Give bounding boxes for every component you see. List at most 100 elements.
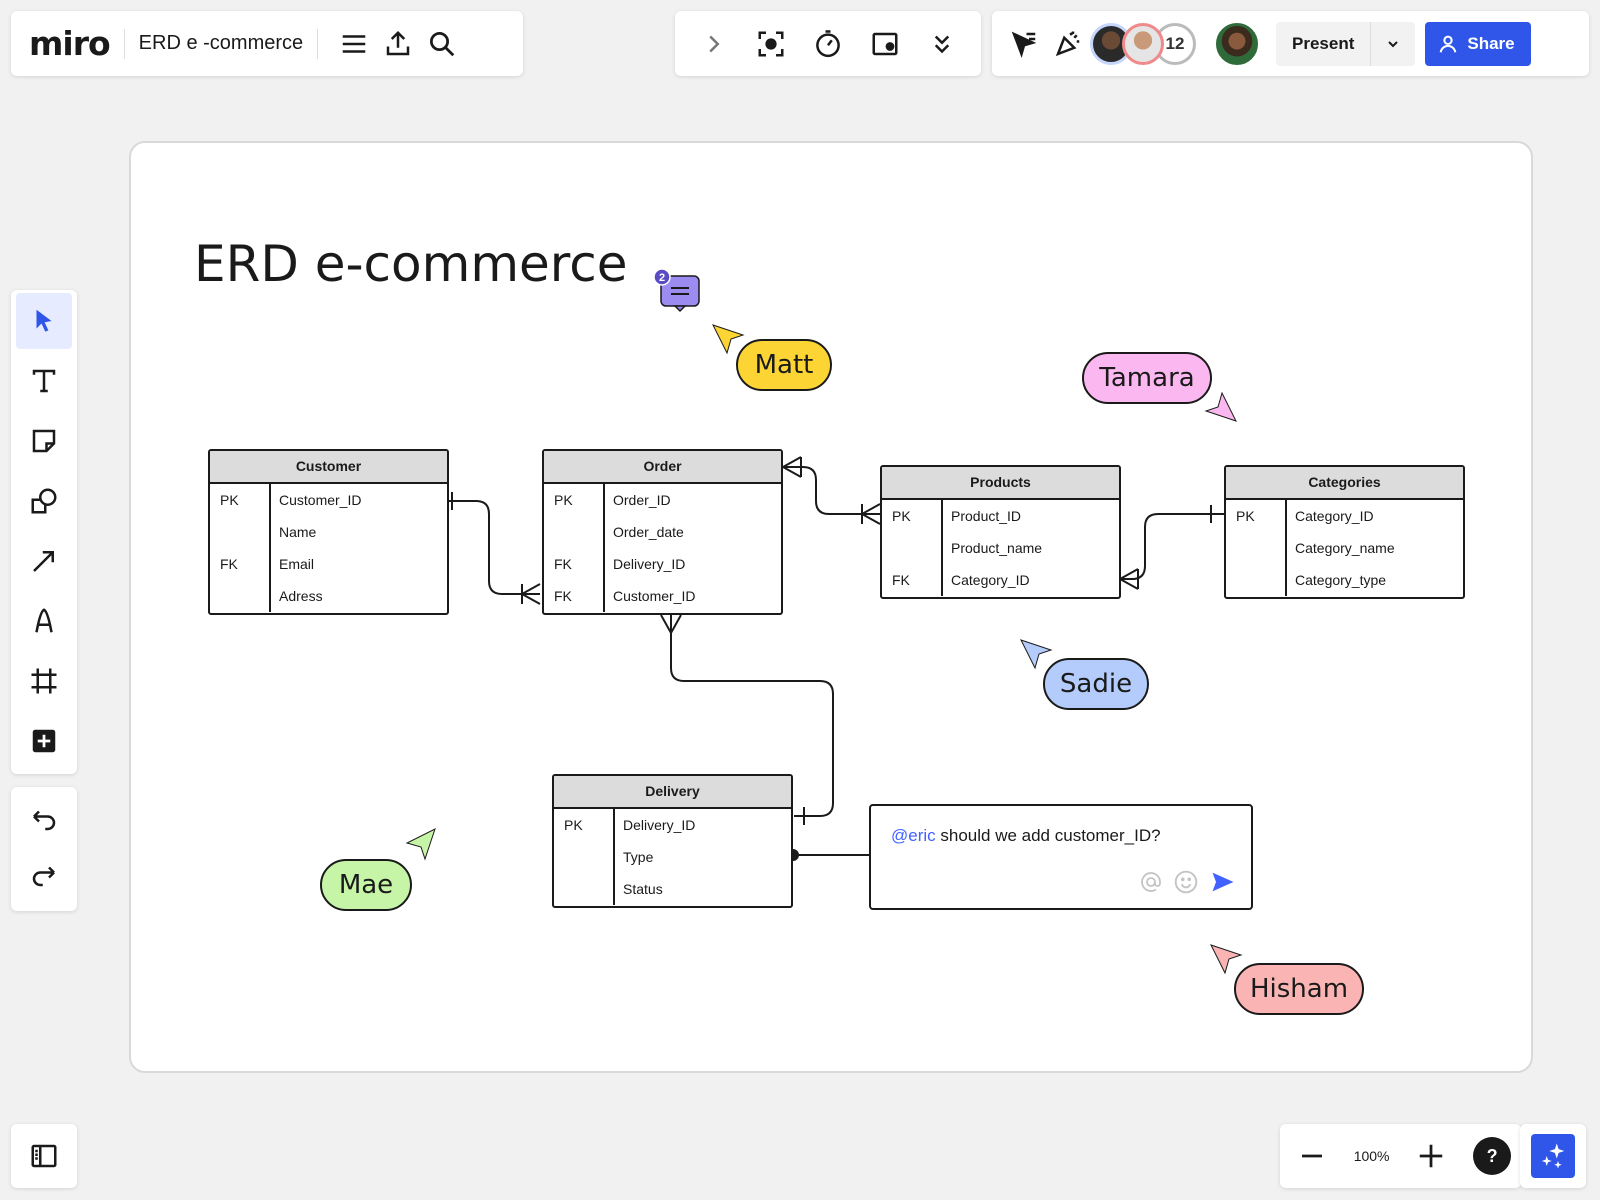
reactions-button[interactable] bbox=[1046, 22, 1090, 66]
mention[interactable]: @eric bbox=[891, 826, 936, 845]
table-header: Delivery bbox=[554, 776, 791, 809]
sharing-panel: 12 Present Share bbox=[992, 11, 1589, 76]
field-name: Category_ID bbox=[1295, 508, 1374, 524]
table-header: Categories bbox=[1226, 467, 1463, 500]
expand-button[interactable] bbox=[692, 22, 736, 66]
table-header: Order bbox=[544, 451, 781, 484]
search-icon bbox=[430, 31, 455, 56]
select-tool[interactable] bbox=[16, 293, 72, 349]
table-row: Order_date bbox=[544, 516, 781, 548]
many-marker bbox=[521, 583, 541, 605]
frame-tool[interactable] bbox=[16, 653, 72, 709]
divider bbox=[317, 28, 319, 59]
redo-button[interactable] bbox=[16, 849, 72, 901]
focus-icon bbox=[758, 31, 784, 56]
relationship-customer-order[interactable] bbox=[449, 500, 540, 595]
many-marker bbox=[1119, 568, 1139, 590]
table-row: Status bbox=[554, 873, 791, 905]
search-button[interactable] bbox=[420, 22, 464, 66]
key-label: PK bbox=[564, 817, 583, 833]
send-icon[interactable] bbox=[1209, 868, 1237, 896]
relationship-order-delivery[interactable] bbox=[670, 615, 834, 817]
field-name: Category_name bbox=[1295, 540, 1395, 556]
cursor-pointer-icon bbox=[1020, 639, 1053, 670]
confetti-icon bbox=[1055, 31, 1080, 56]
redo-icon bbox=[32, 866, 55, 887]
sticky-note-tool[interactable] bbox=[16, 413, 72, 469]
present-options-button[interactable] bbox=[1371, 22, 1415, 66]
board-title[interactable]: ERD e -commerce bbox=[138, 32, 304, 54]
export-button[interactable] bbox=[376, 22, 420, 66]
zoom-out-button[interactable] bbox=[1290, 1134, 1334, 1178]
key-label: FK bbox=[220, 556, 238, 572]
share-button[interactable]: Share bbox=[1425, 21, 1531, 66]
at-icon[interactable] bbox=[1139, 870, 1163, 894]
avatar[interactable] bbox=[1122, 22, 1164, 65]
minus-icon bbox=[1301, 1154, 1322, 1158]
many-marker bbox=[782, 456, 802, 478]
text-tool[interactable] bbox=[16, 353, 72, 409]
present-control: Present bbox=[1276, 21, 1416, 66]
erd-frame[interactable]: ERD e-commerce 2 Customer PK bbox=[129, 141, 1533, 1073]
double-chevron-down-icon bbox=[935, 35, 950, 53]
ai-assistant-button[interactable] bbox=[1531, 1134, 1575, 1178]
avatar[interactable] bbox=[1216, 22, 1258, 65]
shapes-tool[interactable] bbox=[16, 473, 72, 529]
present-button[interactable]: Present bbox=[1276, 21, 1372, 66]
table-row: Category_type bbox=[1226, 564, 1463, 596]
plus-square-icon bbox=[32, 729, 56, 753]
undo-button[interactable] bbox=[16, 793, 72, 845]
comment-thread-icon[interactable]: 2 bbox=[653, 268, 701, 316]
miro-logo[interactable]: miro bbox=[29, 24, 111, 63]
field-name: Customer_ID bbox=[279, 492, 362, 508]
help-button[interactable]: ? bbox=[1473, 1137, 1512, 1175]
connector-tool[interactable] bbox=[16, 533, 72, 589]
relationship-order-products[interactable] bbox=[783, 466, 880, 515]
divider bbox=[603, 484, 605, 612]
zoom-level[interactable]: 100% bbox=[1353, 1148, 1390, 1164]
pointer-icon bbox=[36, 309, 52, 332]
frame-icon bbox=[31, 668, 57, 694]
board-panel-toggle[interactable] bbox=[11, 1124, 77, 1188]
field-name: Order_ID bbox=[613, 492, 671, 508]
timer-icon bbox=[816, 29, 840, 57]
collaboration-tools bbox=[675, 11, 981, 76]
sparkle-icon bbox=[1541, 1143, 1565, 1169]
frame-title[interactable]: ERD e-commerce bbox=[194, 235, 628, 293]
emoji-icon[interactable] bbox=[1173, 869, 1199, 895]
key-label: FK bbox=[554, 588, 572, 604]
key-label: FK bbox=[554, 556, 572, 572]
zoom-in-button[interactable] bbox=[1409, 1134, 1453, 1178]
divider bbox=[941, 500, 943, 596]
pen-tool[interactable] bbox=[16, 593, 72, 649]
card-button[interactable] bbox=[863, 22, 907, 66]
comment-text[interactable]: @eric should we add customer_ID? bbox=[891, 826, 1161, 846]
field-name: Email bbox=[279, 556, 315, 572]
field-name: Adress bbox=[279, 588, 323, 604]
divider bbox=[613, 809, 615, 905]
divider bbox=[123, 28, 125, 59]
timer-button[interactable] bbox=[806, 22, 850, 66]
more-apps-tool[interactable] bbox=[16, 713, 72, 769]
menu-button[interactable] bbox=[332, 22, 376, 66]
cursor-follow-button[interactable] bbox=[1002, 22, 1046, 66]
field-name: Name bbox=[279, 524, 317, 540]
plus-icon bbox=[1420, 1144, 1443, 1168]
many-marker bbox=[660, 614, 682, 636]
comment-input[interactable]: @eric should we add customer_ID? bbox=[869, 804, 1253, 910]
share-label: Share bbox=[1467, 33, 1515, 53]
focus-button[interactable] bbox=[749, 22, 793, 66]
cursor-label-matt: Matt bbox=[736, 339, 832, 391]
board-header: miro ERD e -commerce bbox=[11, 11, 523, 76]
cursor-pointer-icon bbox=[712, 324, 745, 355]
arrow-icon bbox=[33, 551, 54, 572]
more-tools-button[interactable] bbox=[920, 22, 964, 66]
collaborator-avatars[interactable]: 12 bbox=[1090, 22, 1196, 65]
